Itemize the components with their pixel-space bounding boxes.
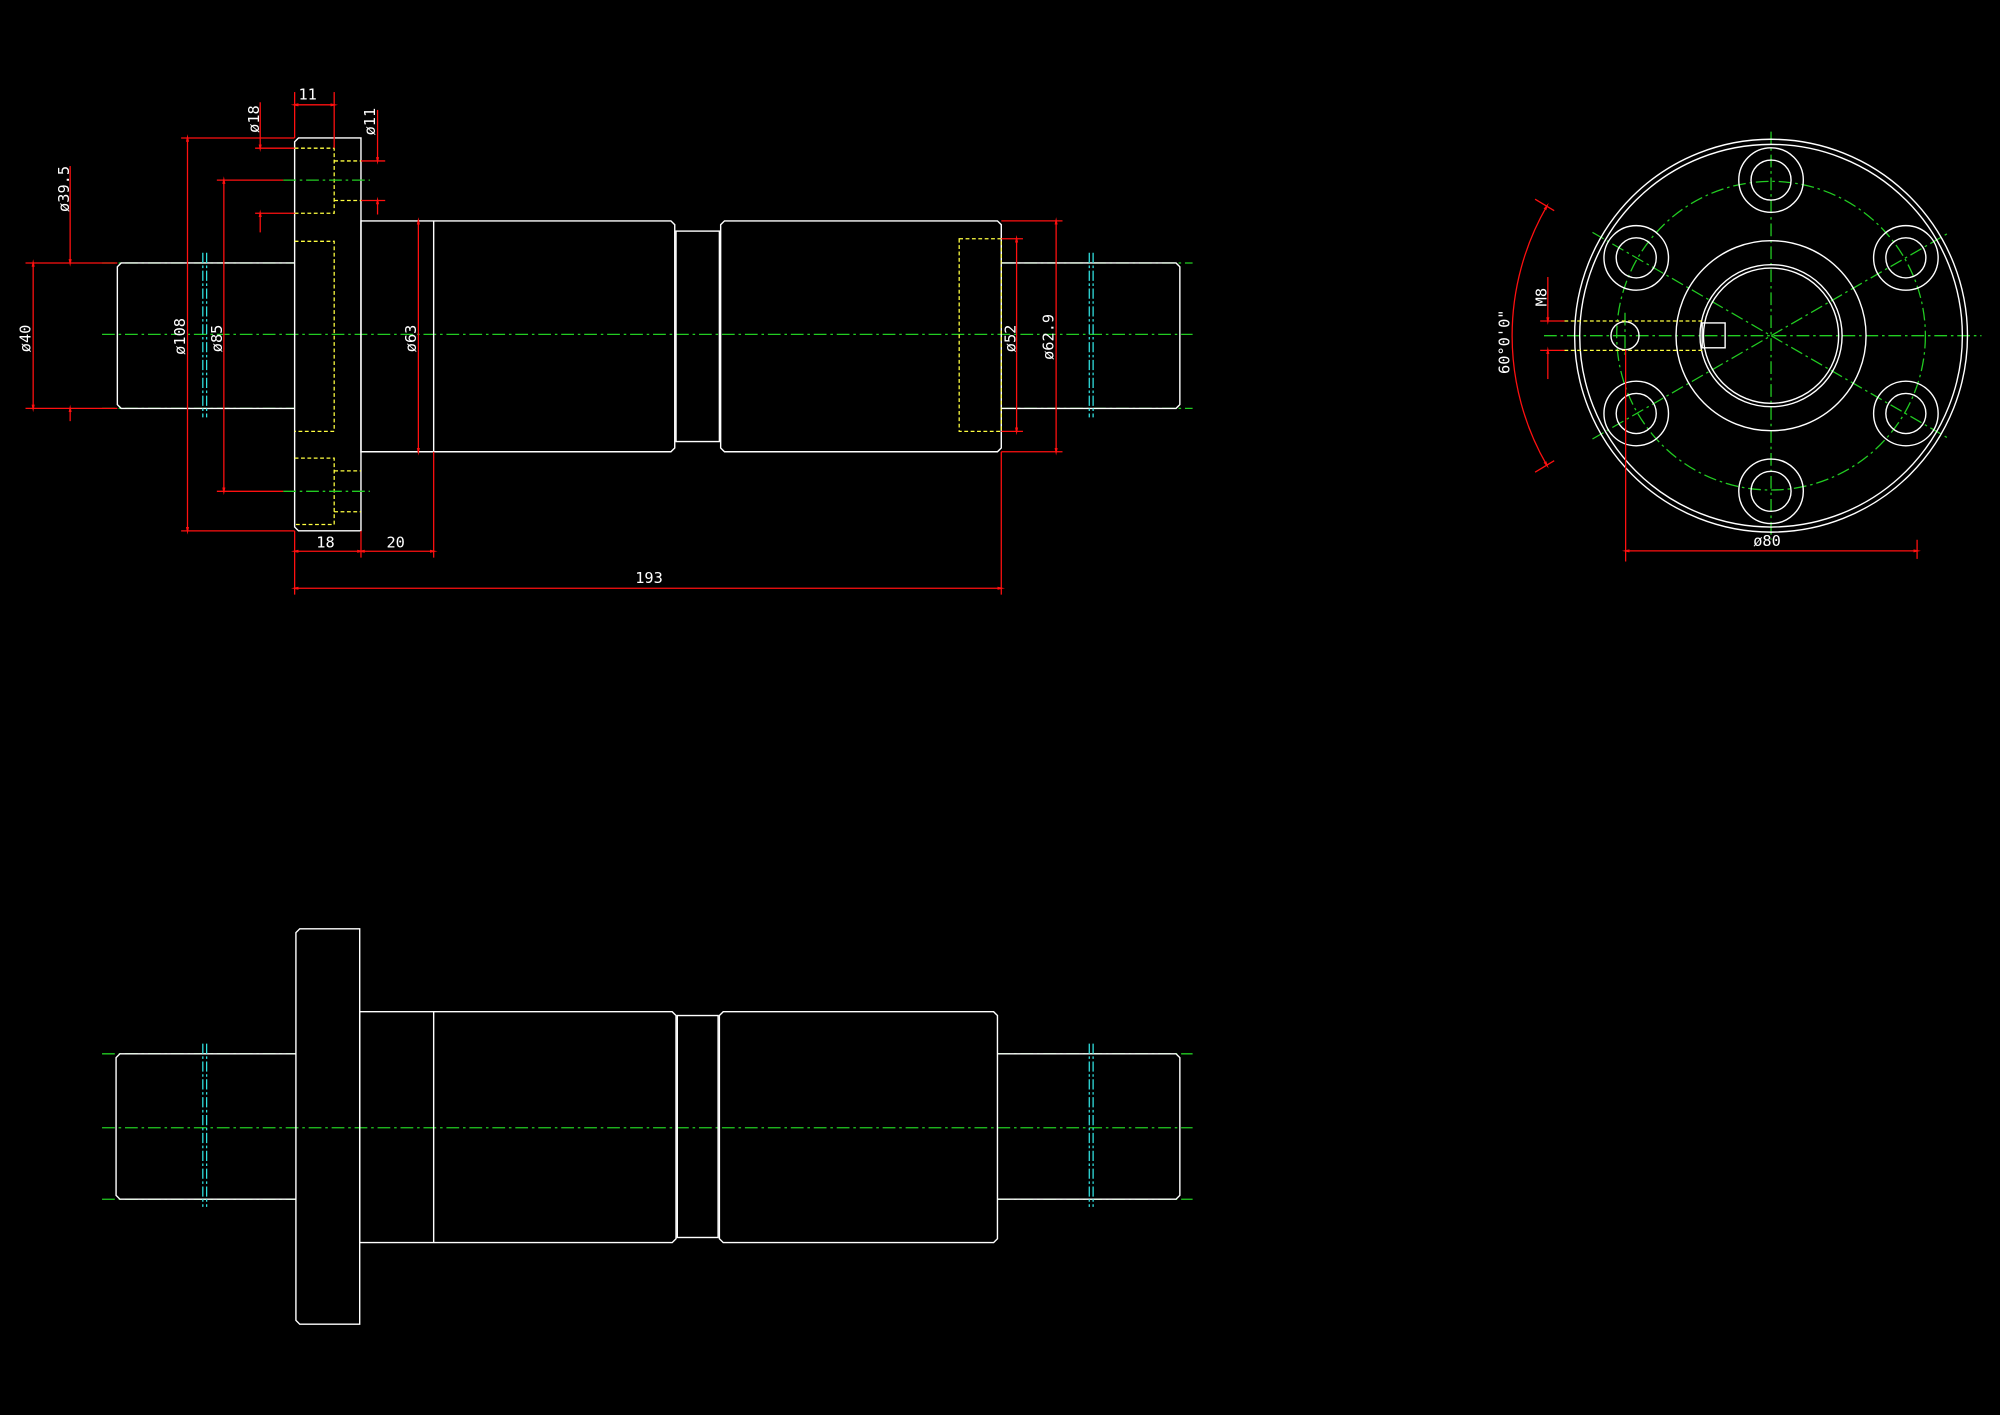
dim-20: 20 xyxy=(386,533,404,551)
dimensions: 11 ø18 ø11 ø39.5 ø40 ø108 xyxy=(17,86,1063,595)
front-view: 11 ø18 ø11 ø39.5 ø40 ø108 xyxy=(17,86,1193,595)
flange-outer-circle xyxy=(1573,138,1969,533)
groove xyxy=(675,230,721,443)
exterior-view xyxy=(102,928,1193,1325)
dim-dia-52: ø52 xyxy=(1001,325,1019,353)
dim-angle-60: 60°0'0" xyxy=(1496,309,1514,373)
dim-dia-85: ø85 xyxy=(208,325,226,353)
dim-dia-39-5: ø39.5 xyxy=(55,166,73,212)
dim-dia-18: ø18 xyxy=(245,105,263,133)
flange-exterior xyxy=(295,928,361,1325)
dim-dia-108: ø108 xyxy=(171,318,189,355)
left-shaft xyxy=(116,262,295,410)
bolt-holes xyxy=(1603,147,1939,525)
dim-dia-11: ø11 xyxy=(361,108,379,136)
dim-11: 11 xyxy=(298,86,316,104)
dim-m8: M8 xyxy=(1533,288,1551,306)
end-view: M8 60°0'0" ø80 xyxy=(1496,131,1982,562)
flange xyxy=(293,137,362,532)
dim-dia-63: ø63 xyxy=(402,325,420,353)
dim-dia-40: ø40 xyxy=(17,325,35,353)
dim-dia-80: ø80 xyxy=(1753,532,1781,550)
dim-dia-62-9: ø62.9 xyxy=(1040,314,1058,360)
bolt-circle xyxy=(1616,180,1927,491)
dim-18: 18 xyxy=(316,533,334,551)
dim-193: 193 xyxy=(635,569,663,587)
key-slot xyxy=(1701,322,1726,349)
right-shaft xyxy=(1001,262,1181,410)
nut-body xyxy=(360,220,676,453)
